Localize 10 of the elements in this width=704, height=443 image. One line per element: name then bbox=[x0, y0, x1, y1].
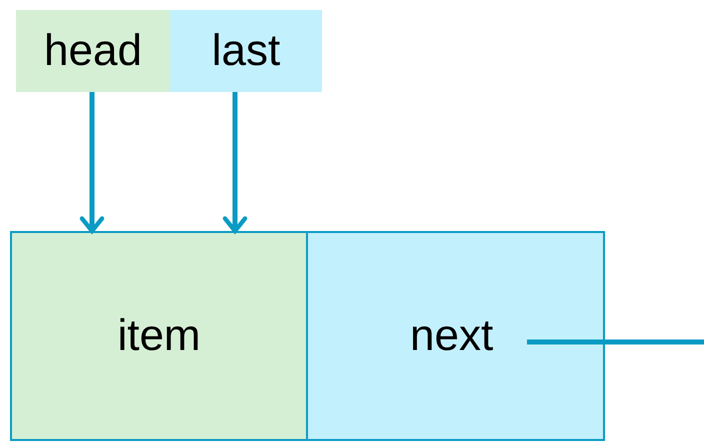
next-cell bbox=[306, 231, 605, 441]
pointer-cell bbox=[170, 10, 322, 92]
arrow bbox=[222, 92, 248, 234]
item-cell bbox=[10, 231, 308, 441]
cell-label: next bbox=[410, 311, 494, 361]
cell-label: last bbox=[212, 26, 280, 76]
arrow bbox=[80, 92, 104, 234]
cell-label: head bbox=[44, 26, 142, 76]
pointer-cell bbox=[16, 10, 170, 92]
cell-label: item bbox=[117, 311, 201, 361]
